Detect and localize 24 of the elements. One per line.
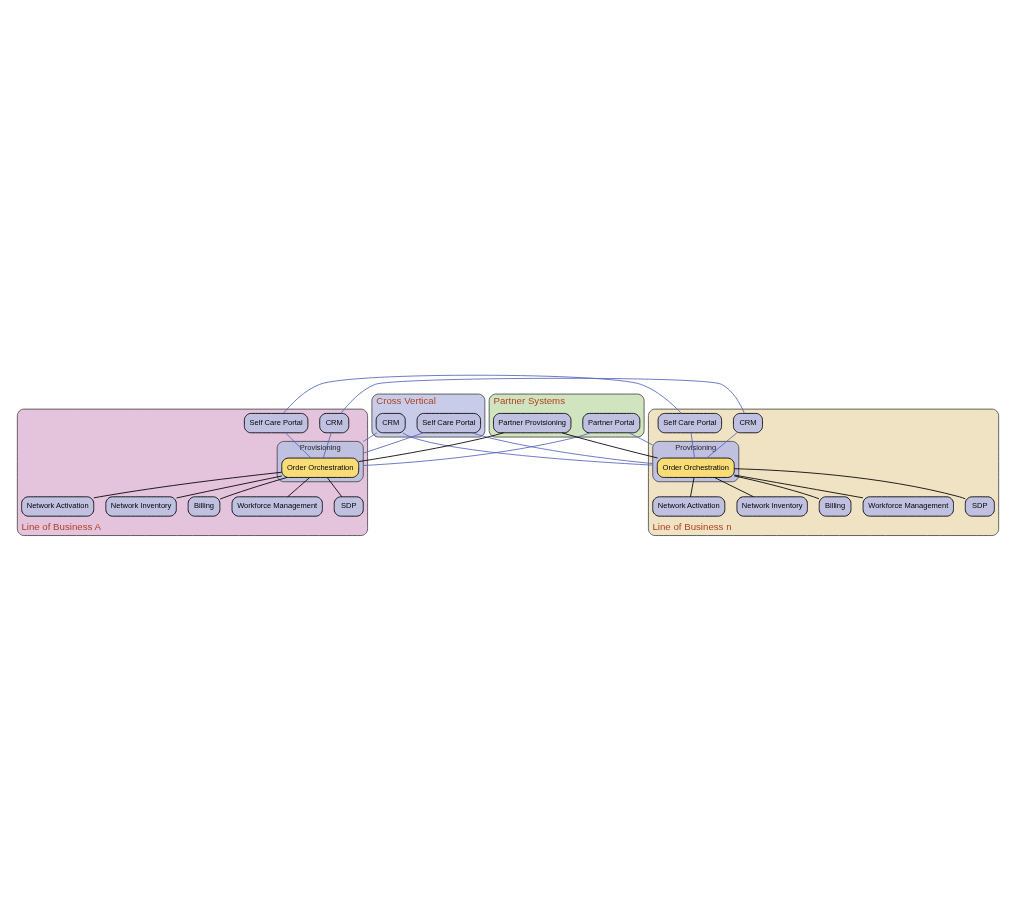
- connector: [219, 477, 288, 500]
- connector: [362, 432, 591, 466]
- connector: [734, 468, 966, 500]
- connector: [714, 477, 754, 498]
- connector: [358, 432, 504, 462]
- connector: [283, 374, 682, 414]
- connector: [733, 474, 864, 499]
- connector: [471, 432, 654, 464]
- connector: [362, 432, 424, 454]
- connector: [734, 475, 820, 500]
- connector: [285, 432, 312, 459]
- connector: [561, 432, 659, 459]
- connector: [690, 477, 695, 498]
- connector: [706, 432, 738, 459]
- connector: [287, 477, 310, 498]
- connector: [340, 377, 745, 414]
- connector: [362, 432, 378, 442]
- connector: [628, 432, 654, 446]
- connector: [322, 432, 332, 459]
- connector: [402, 432, 654, 466]
- connector: [690, 432, 695, 459]
- connector: [176, 475, 283, 499]
- connector: [326, 477, 343, 498]
- connector: [93, 471, 283, 499]
